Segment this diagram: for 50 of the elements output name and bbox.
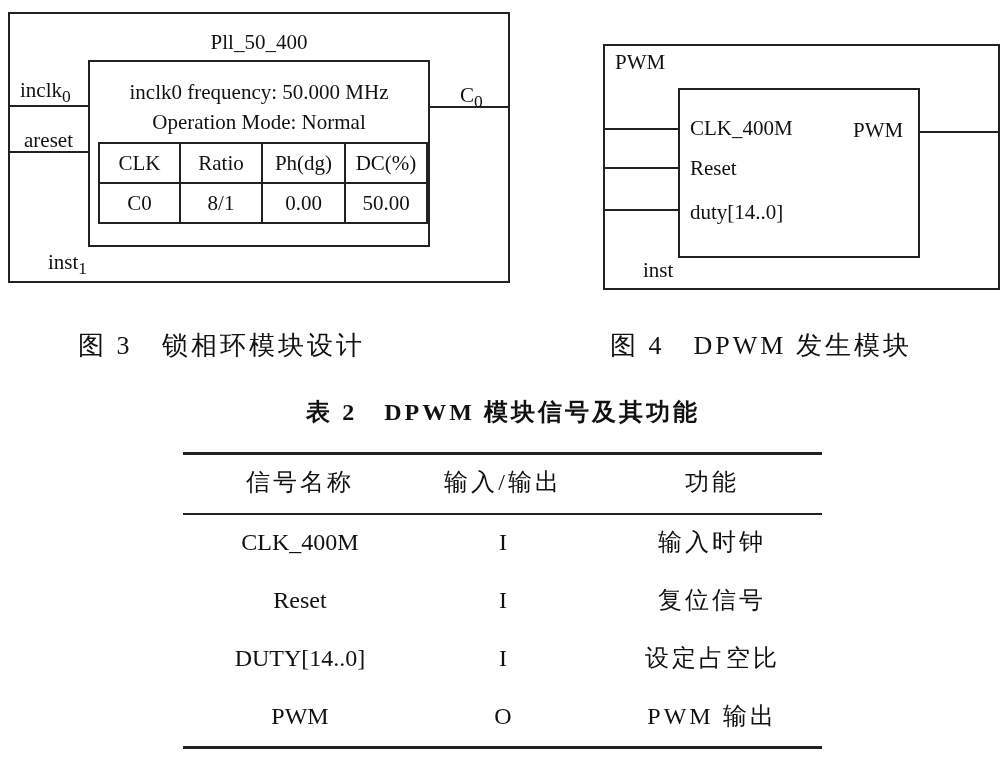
table-cell: DC(%) [345,143,427,183]
table-cell: C0 [99,183,180,223]
table-cell: PWM 输出 [647,704,777,728]
module-box [678,88,920,258]
table-cell: I [499,530,507,554]
signal-line [602,128,679,130]
table-cell: 50.00 [345,183,427,223]
signal-line [919,131,1001,133]
figure-caption: 图 3 锁相环模块设计 [78,334,365,358]
pin-name: CLK_400M [690,116,793,140]
module-name: Pll_50_400 [210,30,308,54]
table-cell: 输入时钟 [658,530,766,554]
pin-name: areset [24,128,73,152]
table-cell: CLK [99,143,180,183]
table-cell: 设定占空比 [644,646,780,670]
table-cell: 复位信号 [658,588,766,612]
table-title: 表 2 DPWM 模块信号及其功能 [306,400,700,424]
table-cell: I [499,646,507,670]
parameter-text: Operation Mode: Normal [152,110,366,134]
table-cell: 输入/输出 [444,470,562,494]
pin-name: duty[14..0] [690,200,784,224]
table-cell: 0.00 [262,183,345,223]
table-cell: 信号名称 [246,470,354,494]
pin-name: Reset [690,156,737,180]
parameter-text: inclk0 frequency: 50.000 MHz [129,80,389,104]
module-frame [603,44,1000,290]
instance-name: inst$_{1}$ [48,250,88,281]
signal-line [7,151,89,153]
signal-line [7,105,89,107]
signal-line [602,167,679,169]
figure-caption: 图 4 DPWM 发生模块 [610,334,912,358]
signal-line [429,106,511,108]
pin-name: PWM [853,118,904,142]
table-cell: 功能 [685,470,739,494]
table-cell: Reset [273,588,327,612]
pin-name: inclk$_{0}$ [20,78,71,109]
table-cell: Ph(dg) [262,143,345,183]
module-box [88,60,430,247]
table-cell: 8/1 [180,183,262,223]
table-cell: PWM [271,704,329,728]
module-frame [8,12,510,283]
table-cell: DUTY[14..0] [234,646,366,670]
table-cell: Ratio [180,143,262,183]
table-cell: CLK_400M [241,530,359,554]
module-name: PWM [615,50,666,74]
instance-name: inst [643,258,674,282]
pin-name: C$_{0}$ [460,83,483,114]
signal-line [602,209,679,211]
table-cell: O [494,704,512,728]
table-cell: I [499,588,507,612]
